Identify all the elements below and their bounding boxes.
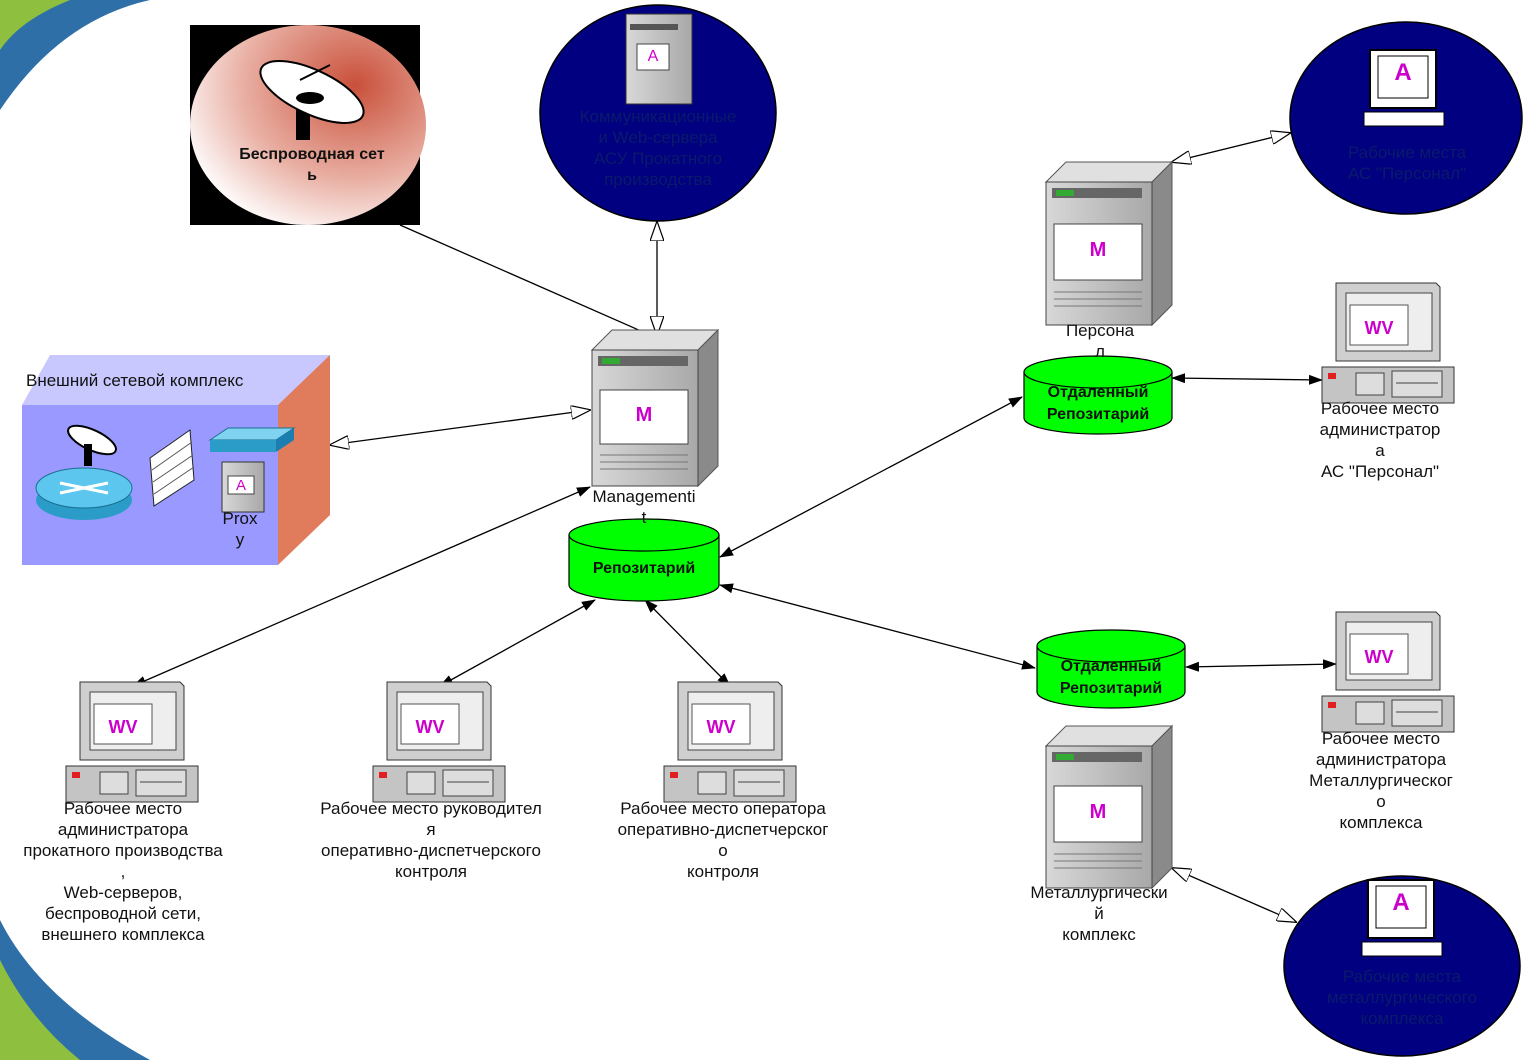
ws-admin-personnel-badge: WV xyxy=(1364,318,1394,338)
server-icon xyxy=(625,13,693,105)
personnel-server-badge: M xyxy=(1089,239,1107,261)
monitor-icon xyxy=(1361,879,1443,957)
wireless-label: Беспроводная сет ь xyxy=(239,146,385,184)
external-complex-node xyxy=(22,355,330,565)
metallurgical-workplaces-badge: A xyxy=(1392,889,1410,916)
ws-operator-badge: WV xyxy=(706,717,736,737)
comm-server-badge: A xyxy=(647,48,659,65)
ws-admin-personnel-icon xyxy=(1321,282,1455,404)
ws-head-dispatch-icon xyxy=(372,681,506,803)
ws-admin-metal-icon xyxy=(1321,611,1455,733)
metallurgical-server-label: Металлургически й комплекс xyxy=(1030,883,1168,944)
head-dispatch-label: Рабочее место руководител я оперативно-д… xyxy=(320,799,542,881)
repository-node xyxy=(568,518,720,602)
admin-rolling-label: Рабочее место администратора прокатного … xyxy=(23,799,223,944)
link-remote-bottom-admin xyxy=(1185,659,1337,672)
link-repo-remote-bottom xyxy=(719,583,1036,670)
personnel-server-node xyxy=(1044,160,1174,327)
repository-label: Репозитарий xyxy=(592,560,696,577)
proxy-server-badge: A xyxy=(235,477,246,494)
external-complex-title: Внешний сетевой комплекс xyxy=(26,371,244,390)
metallurgical-workplaces-node xyxy=(1283,875,1521,1057)
management-badge: M xyxy=(635,404,653,426)
link-wireless-management xyxy=(399,224,651,336)
satellite-dish-small-icon xyxy=(67,424,117,466)
personnel-workplaces-badge: A xyxy=(1394,59,1412,86)
personnel-workplaces-node xyxy=(1289,21,1523,215)
admin-metallurgical-label: Рабочее место администратора Металлургич… xyxy=(1309,729,1453,832)
personnel-workplaces-label: Рабочие места АС "Персонал" xyxy=(1347,143,1467,183)
link-metal-workplaces xyxy=(1172,868,1296,922)
wireless-network-node xyxy=(190,25,426,225)
corner-decoration-bottom-accent xyxy=(0,960,80,1060)
corner-decoration-top xyxy=(0,0,150,110)
link-external-management xyxy=(330,410,590,445)
proxy-label: Prox y xyxy=(222,509,258,549)
metallurgical-server-badge: M xyxy=(1089,801,1107,823)
ws-admin-metal-badge: WV xyxy=(1364,647,1394,667)
satellite-dish-icon xyxy=(259,60,365,140)
link-repo-head xyxy=(439,599,596,687)
metallurgical-server-node xyxy=(1044,724,1174,890)
link-personnel-workplaces xyxy=(1172,133,1290,162)
workstations xyxy=(65,282,1455,803)
link-repo-operator xyxy=(644,599,731,687)
remote-repository-top-label: Отдаленный Репозитарий xyxy=(1046,384,1150,423)
operator-dispatch-label: Рабочее место оператора оперативно-диспе… xyxy=(617,799,829,881)
metallurgical-workplaces-label: Рабочие места металлургического комплекс… xyxy=(1326,967,1478,1028)
remote-repository-bottom-label: Отдаленный Репозитарий xyxy=(1059,658,1163,697)
link-repo-admin-rolling xyxy=(132,486,591,687)
ws-operator-dispatch-icon xyxy=(663,681,797,803)
remote-repository-top-node xyxy=(1023,355,1173,435)
router-icon xyxy=(35,467,133,520)
ws-head-badge: WV xyxy=(415,717,445,737)
ws-admin-rolling-badge: WV xyxy=(108,717,138,737)
connections xyxy=(132,133,1337,922)
corner-decoration-top-accent xyxy=(0,0,70,50)
proxy-server-icon xyxy=(221,461,265,513)
switch-icon xyxy=(208,427,296,452)
management-server-node xyxy=(590,328,720,488)
ws-admin-rolling-icon xyxy=(65,681,199,803)
comm-servers-label: Коммуникационные и Web-сервера АСУ Прока… xyxy=(579,107,737,189)
personnel-server-label: Персона л xyxy=(1065,321,1135,361)
remote-repository-bottom-node xyxy=(1036,629,1186,709)
admin-personnel-label: Рабочее место администратор а АС "Персон… xyxy=(1319,399,1441,481)
monitor-icon xyxy=(1363,49,1445,127)
link-remote-top-admin xyxy=(1171,373,1323,385)
comm-servers-node xyxy=(539,4,777,222)
management-label: Managementi t xyxy=(592,487,696,527)
firewall-icon xyxy=(149,429,195,507)
link-repo-remote-top xyxy=(719,396,1023,558)
